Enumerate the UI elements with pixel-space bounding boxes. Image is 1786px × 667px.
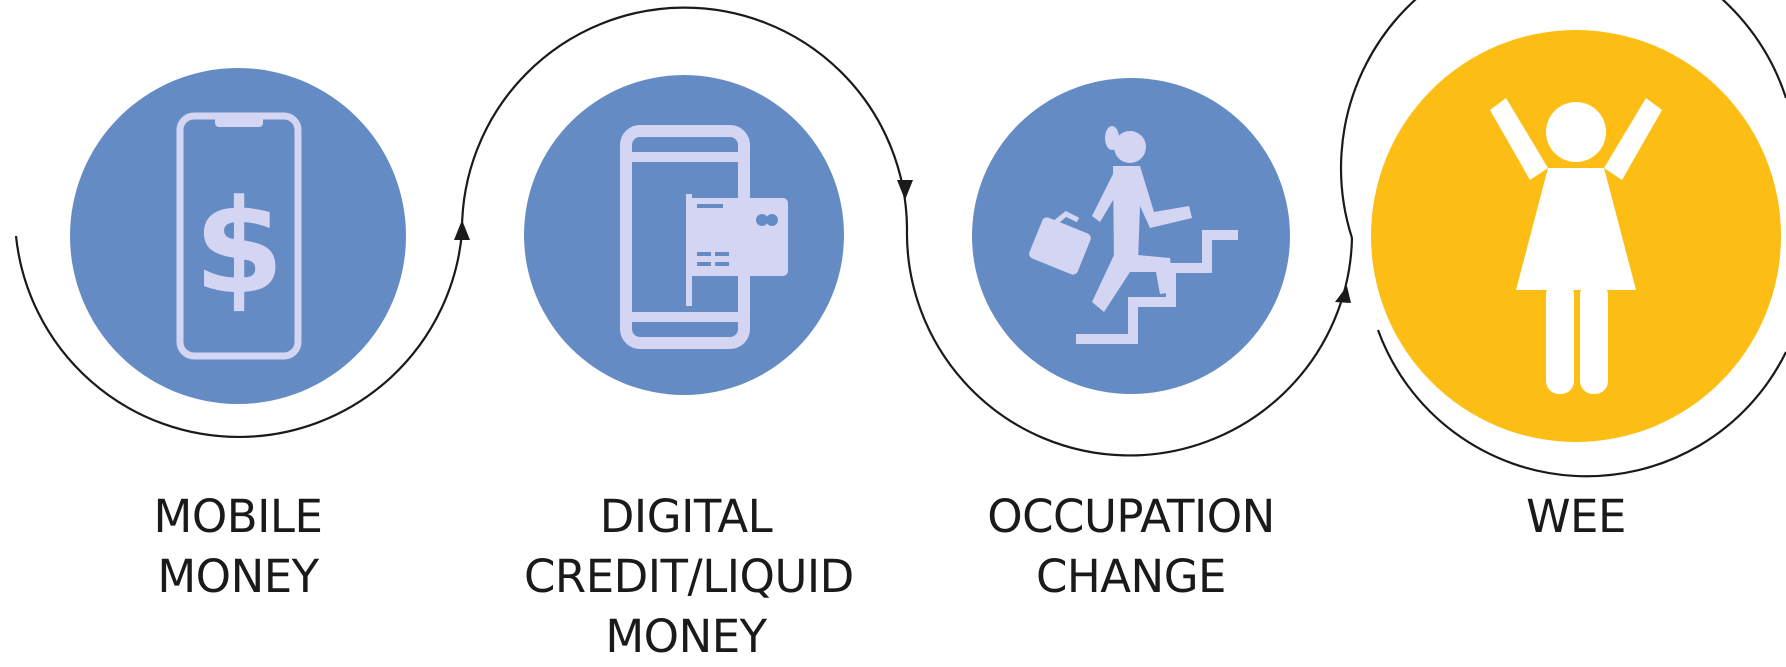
label-line: OCCUPATION bbox=[987, 490, 1275, 543]
phone-card-icon bbox=[620, 125, 788, 349]
connector-arc-2 bbox=[460, 6, 909, 233]
stage-digital-credit bbox=[524, 75, 844, 395]
arrowhead-down-icon bbox=[897, 180, 913, 200]
label-line: CHANGE bbox=[1035, 550, 1227, 603]
label-line: CREDIT/LIQUID bbox=[524, 550, 854, 603]
stage-wee bbox=[1371, 30, 1781, 442]
label-line: WEE bbox=[1526, 490, 1626, 543]
stage-occupation-change bbox=[972, 78, 1290, 394]
label-line: MONEY bbox=[605, 610, 767, 663]
connector-arc-3 bbox=[905, 227, 1354, 457]
arrowheads bbox=[454, 180, 1351, 303]
phone-dollar-icon: $ bbox=[176, 112, 302, 360]
label-line: MONEY bbox=[157, 550, 319, 603]
connector-arc-4 bbox=[1339, 0, 1786, 239]
stage-label-wee: WEE bbox=[1476, 487, 1676, 547]
arrowhead-up-icon bbox=[454, 220, 470, 240]
woman-climbing-stairs-icon bbox=[1029, 126, 1238, 344]
flow-connector bbox=[14, 0, 1786, 478]
label-line: MOBILE bbox=[153, 490, 323, 543]
label-line: DIGITAL bbox=[599, 490, 773, 543]
stage-circle bbox=[70, 68, 406, 404]
svg-text:$: $ bbox=[194, 171, 284, 323]
stage-mobile-money: $ bbox=[70, 68, 406, 404]
stage-label-digital-credit: DIGITAL CREDIT/LIQUID MONEY bbox=[524, 487, 854, 667]
connector-arc-1 bbox=[14, 231, 464, 439]
arrowhead-up-icon bbox=[1335, 286, 1351, 303]
stage-circle bbox=[524, 75, 844, 395]
woman-arms-raised-icon bbox=[1490, 98, 1662, 394]
connector-arc-5 bbox=[1376, 329, 1786, 478]
stage-label-occupation-change: OCCUPATION CHANGE bbox=[986, 487, 1276, 607]
stage-label-mobile-money: MOBILE MONEY bbox=[138, 487, 338, 607]
